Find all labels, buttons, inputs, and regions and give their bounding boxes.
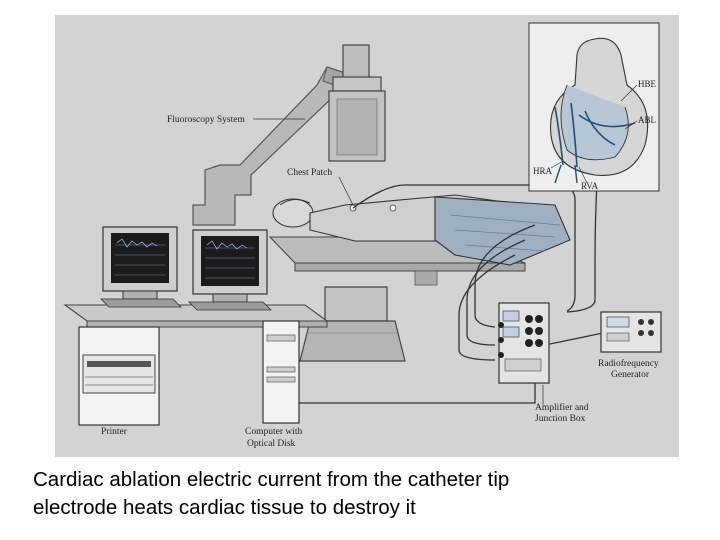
label-amplifier-line2: Junction Box [535,414,586,424]
monitor-left [100,226,182,308]
label-computer-line2: Optical Disk [247,439,296,449]
label-rf-line1: Radiofrequency [598,358,659,369]
printer [78,326,160,426]
label-printer: Printer [101,427,128,437]
label-hra: HRA [533,166,553,176]
leader-lines [253,84,638,405]
label-abl: ABL [638,115,656,125]
label-hbe: HBE [638,79,657,89]
ablation-setup-illustration: Fluoroscopy System Chest Patch HBE ABL H… [55,15,679,457]
patient [272,194,571,266]
label-chest-patch: Chest Patch [287,168,332,178]
caption: Cardiac ablation electric current from t… [33,466,693,522]
fluoroscopy-system [192,44,406,362]
label-amplifier-line1: Amplifier and [535,402,589,413]
monitor-right [188,229,272,311]
label-fluoroscopy-system: Fluoroscopy System [167,115,245,125]
label-rva: RVA [581,181,599,191]
heart-inset [528,22,660,192]
caption-line-2: electrode heats cardiac tissue to destro… [33,496,416,519]
label-rf-line2: Generator [611,370,650,380]
radiofrequency-generator [600,311,662,353]
amplifier-junction-box [498,302,550,384]
computer-tower [262,320,300,424]
caption-line-1: Cardiac ablation electric current from t… [33,468,510,491]
label-computer-line1: Computer with [245,427,303,437]
illustration-svg: Fluoroscopy System Chest Patch HBE ABL H… [63,22,662,449]
